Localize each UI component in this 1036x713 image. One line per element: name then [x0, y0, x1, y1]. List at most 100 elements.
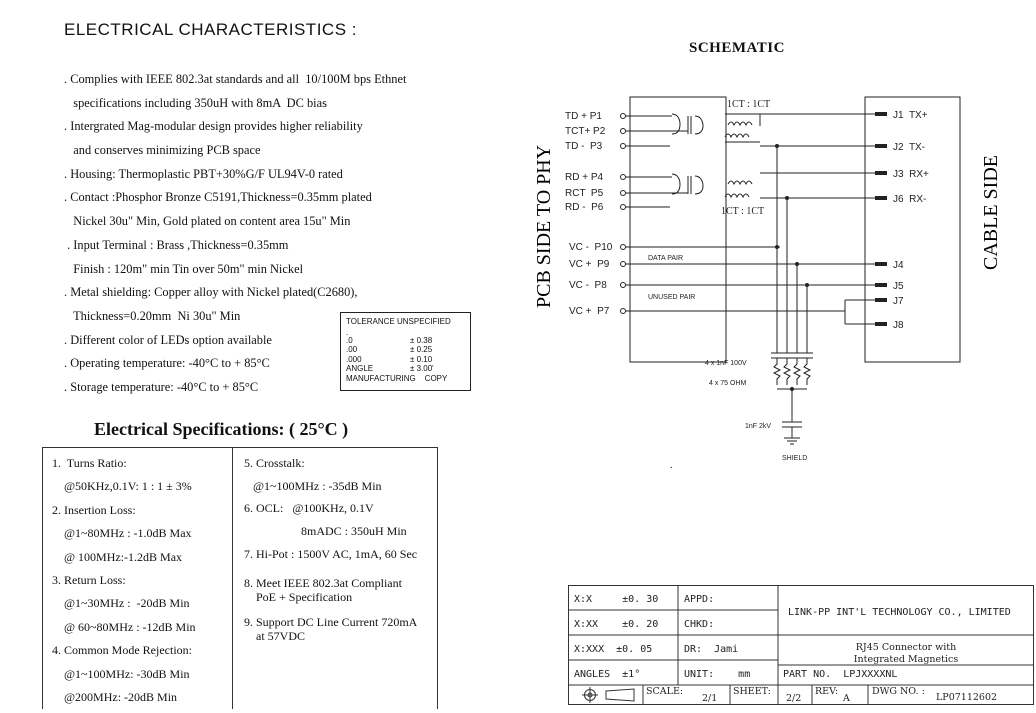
- company-name: LINK-PP INT'L TECHNOLOGY CO., LIMITED: [788, 607, 1011, 618]
- pin-label: VC - P10: [569, 242, 613, 253]
- spec-line: @1~100MHz: -30dB Min: [52, 666, 190, 681]
- ratio-label-bottom: 1CT : 1CT: [721, 206, 764, 217]
- tolerance-value: ± 3.00': [410, 364, 434, 374]
- pin-label: J6 RX-: [893, 194, 926, 205]
- spec-line: 3. Return Loss:: [52, 572, 126, 587]
- spec-line: @200MHz: -20dB Min: [52, 689, 178, 704]
- list-item: Finish : 120m" min Tin over 50m" min Nic…: [64, 261, 304, 276]
- pin-label: J1 TX+: [893, 110, 928, 121]
- title-block: X:X ±0. 30 X:XX ±0. 20 X:XXX ±0. 05 ANGL…: [568, 585, 1034, 705]
- spec-line: 6. OCL: @100KHz, 0.1V: [244, 501, 374, 515]
- projection-symbol: [582, 687, 635, 703]
- drawn-by: DR: Jami: [684, 644, 738, 655]
- tolerance-row: .00 ± 0.25: [346, 345, 465, 355]
- shield-label: SHIELD: [782, 455, 807, 462]
- spec-line: @ 60~80MHz : -12dB Min: [52, 619, 196, 634]
- spec-line: @ 100MHz:-1.2dB Max: [52, 549, 183, 564]
- phy-connector-box: [629, 96, 727, 363]
- dwg-label: DWG NO. :: [872, 686, 925, 697]
- pin-label: J8: [893, 320, 904, 331]
- dwg-number: LP07112602: [936, 692, 997, 703]
- cable-side-label: CABLE SIDE: [980, 155, 1002, 270]
- spec-line: 8mADC : 350uH Min: [244, 524, 407, 538]
- resistor-label: 4 x 75 OHM: [709, 380, 747, 387]
- pin-label: VC - P8: [569, 280, 607, 291]
- tolerance-header: TOLERANCE UNSPECIFIED: [346, 317, 451, 326]
- rev-value: A: [842, 693, 850, 704]
- transformer-1: [671, 113, 761, 143]
- pin-label: TD + P1: [565, 111, 602, 122]
- tolerance-value: ± 0.25: [410, 345, 433, 355]
- list-item: . Housing: Thermoplastic PBT+30%G/F UL94…: [64, 166, 343, 181]
- list-item: . Intergrated Mag-modular design provide…: [64, 119, 363, 134]
- spec-line: @1~80MHz : -1.0dB Max: [52, 526, 192, 541]
- pin-label: RD + P4: [565, 172, 604, 183]
- electrical-characteristics-title: ELECTRICAL CHARACTERISTICS :: [64, 20, 357, 39]
- specs-left-column: 1. Turns Ratio: @50KHz,0.1V: 1 : 1 ± 3% …: [52, 456, 196, 713]
- tolerance-x: X:X ±0. 30: [574, 594, 658, 605]
- list-item: . Different color of LEDs option availab…: [64, 332, 272, 347]
- pin-label: VC + P7: [569, 306, 610, 317]
- data-pair-label: DATA PAIR: [648, 255, 683, 262]
- ratio-label-top: 1CT : 1CT: [727, 99, 770, 110]
- scale-label: SCALE:: [646, 686, 683, 697]
- spec-line: 5. Crosstalk:: [244, 456, 305, 470]
- rev-label: REV:: [815, 686, 838, 697]
- tolerance-xx: X:XX ±0. 20: [574, 619, 658, 630]
- tolerance-value: ± 0.38: [410, 335, 433, 345]
- stray-dot: .: [670, 460, 673, 470]
- tolerance-key: ANGLE: [346, 364, 374, 374]
- schematic-diagram: TD + P1 TCT+ P2 TD - P3 RD + P4 RCT P5 R…: [533, 96, 1002, 470]
- list-item: . Input Terminal : Brass ,Thickness=0.35…: [64, 237, 289, 252]
- list-item: and conserves minimizing PCB space: [64, 143, 261, 158]
- electrical-specifications-title: Electrical Specifications: ( 25°C ): [94, 419, 349, 439]
- tolerance-dot: .: [346, 327, 349, 337]
- spec-line: 1. Turns Ratio:: [52, 456, 127, 470]
- sheet-label: SHEET:: [733, 686, 771, 697]
- pin-label: J4: [893, 260, 904, 271]
- spec-line: 2. Insertion Loss:: [52, 502, 136, 517]
- scale-value: 2/1: [702, 693, 717, 704]
- sheet-value: 2/2: [786, 693, 801, 704]
- tolerance-box: TOLERANCE UNSPECIFIED . .0 ± 0.38 .00 ± 0.…: [340, 312, 471, 391]
- specs-right-column: 5. Crosstalk: @1~100MHz : -35dB Min 6. O…: [244, 456, 434, 644]
- pin-label: RCT P5: [565, 188, 604, 199]
- spec-line: at 57VDC: [244, 629, 305, 643]
- cap-label: 4 x 1nF 100V: [705, 360, 747, 367]
- description-line-2: Integrated Magnetics: [854, 654, 959, 665]
- tolerance-key: .0: [346, 335, 353, 345]
- cable-connector-box: [864, 96, 961, 363]
- spec-line: 8. Meet IEEE 802.3at Compliant: [244, 576, 402, 590]
- pin-label: RD - P6: [565, 202, 604, 213]
- tolerance-key: .00: [346, 345, 358, 355]
- tolerance-value: ± 0.10: [410, 354, 433, 364]
- list-item: Thickness=0.20mm Ni 30u" Min: [64, 308, 241, 323]
- appd-field: APPD:: [684, 594, 714, 605]
- tolerance-row: .000± 0.10: [346, 355, 465, 365]
- spec-line: 7. Hi-Pot : 1500V AC, 1mA, 60 Sec: [244, 547, 418, 561]
- pin-label: TCT+ P2: [565, 126, 606, 137]
- tolerance-footer: MANUFACTURING COPY: [346, 373, 448, 383]
- list-item: . Storage temperature: -40°C to + 85°C: [64, 379, 259, 394]
- spec-line: 9. Support DC Line Current 720mA: [244, 615, 418, 629]
- list-item: . Operating temperature: -40°C to + 85°C: [64, 356, 270, 371]
- tolerance-angles: ANGLES ±1°: [574, 669, 640, 680]
- pin-label: J2 TX-: [893, 142, 925, 153]
- spec-line: 4. Common Mode Rejection:: [52, 643, 192, 658]
- part-number: PART NO. LPJXXXXNL: [783, 669, 897, 680]
- spec-line: @1~30MHz : -20dB Min: [52, 596, 190, 611]
- list-item: . Metal shielding: Copper alloy with Nic…: [64, 285, 358, 300]
- pin-label: VC + P9: [569, 259, 610, 270]
- pin-label: J7: [893, 296, 904, 307]
- schematic-title: SCHEMATIC: [689, 40, 785, 56]
- hv-cap-label: 1nF 2kV: [745, 423, 771, 430]
- electrical-characteristics-list: . Complies with IEEE 802.3at standards a…: [64, 72, 406, 404]
- list-item: . Contact :Phosphor Bronze C5191,Thickne…: [64, 190, 372, 205]
- transformer-2: [671, 173, 753, 199]
- pin-label: J5: [893, 281, 904, 292]
- list-item: Nickel 30u" Min, Gold plated on content …: [64, 214, 351, 229]
- chkd-field: CHKD:: [684, 619, 714, 630]
- tolerance-xxx: X:XXX ±0. 05: [574, 644, 652, 655]
- pin-label: TD - P3: [565, 141, 603, 152]
- table-divider: [232, 447, 233, 709]
